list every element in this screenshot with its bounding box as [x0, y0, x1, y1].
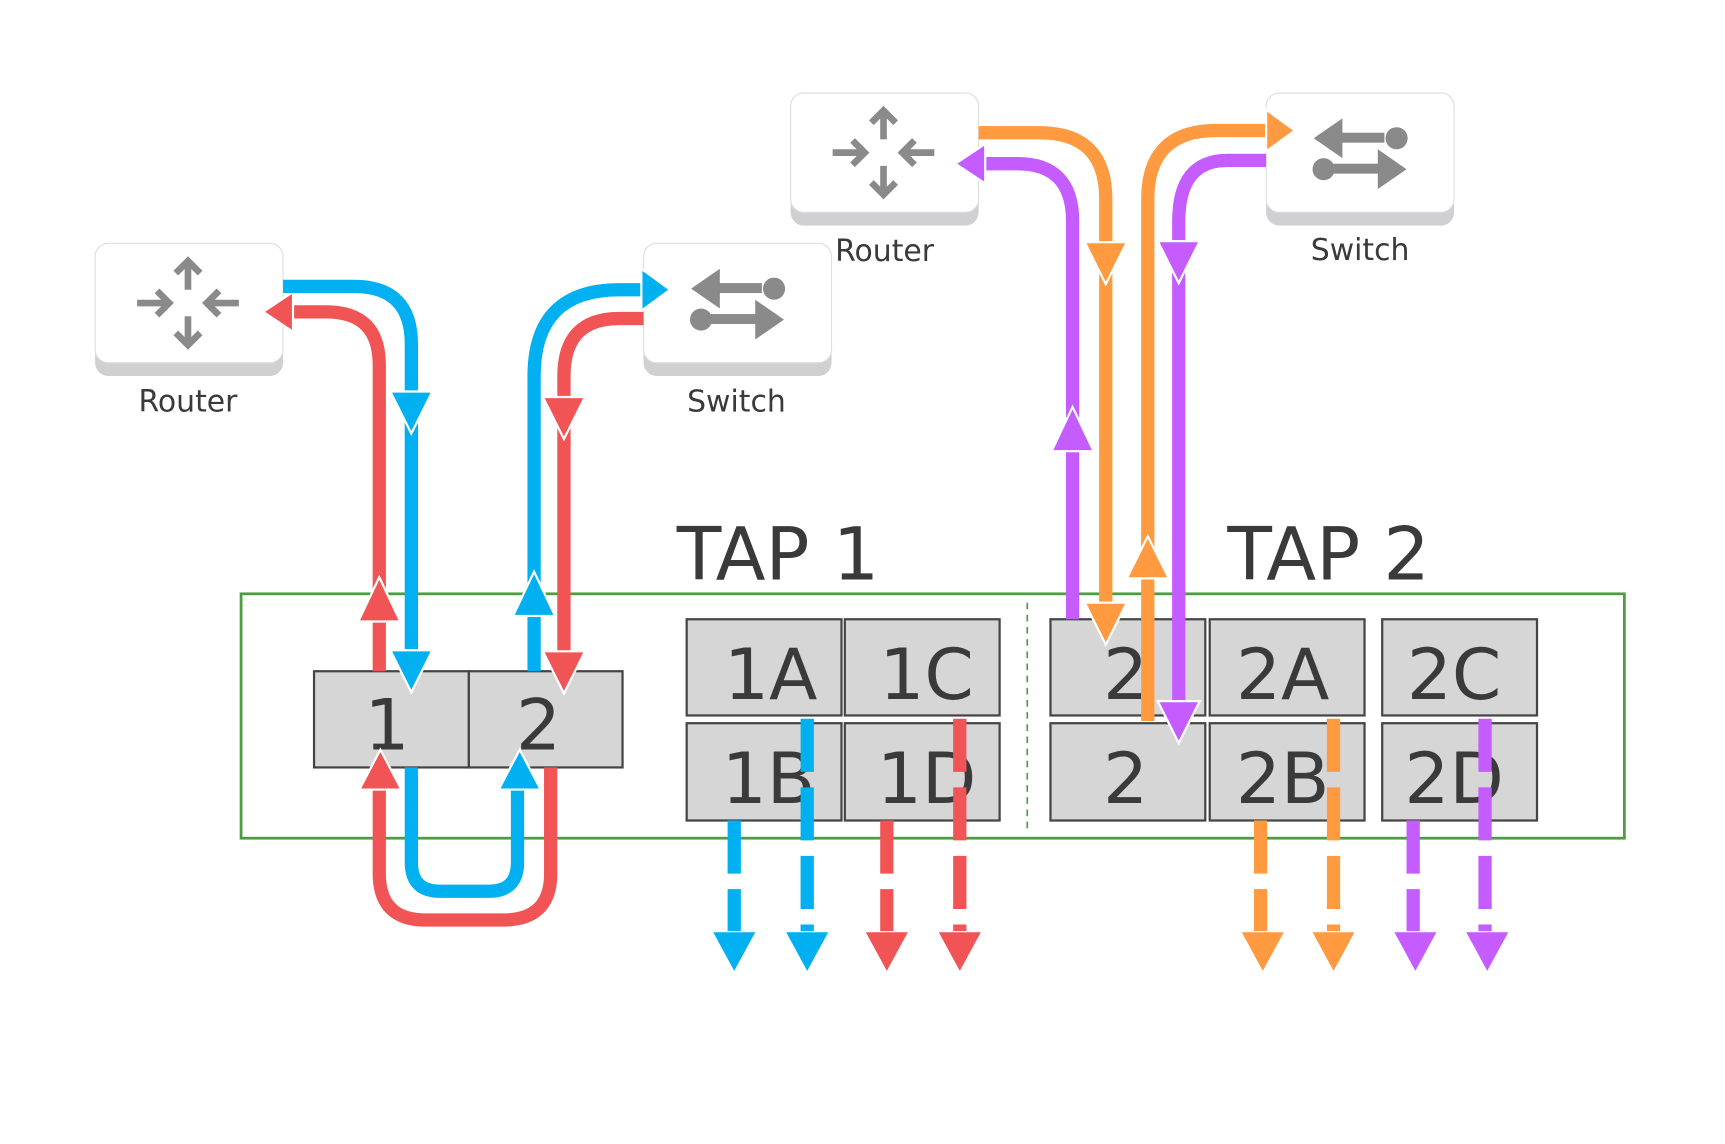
port-label: 2 — [1103, 633, 1148, 716]
blue-flow-switch — [527, 283, 644, 672]
arrow-down-icon — [1155, 699, 1202, 746]
tap1-monitor-ports: 1A 1C 1B 1D — [685, 618, 1001, 822]
arrow-up-icon — [357, 747, 404, 791]
tap2-ports: 2 2 2A 2C 2B 2D — [1049, 618, 1539, 822]
port-1d — [843, 722, 1001, 822]
red-flow-switch — [557, 311, 644, 658]
arrow-down-icon — [388, 390, 435, 436]
arrow-down-icon — [1082, 241, 1129, 287]
tap2-flows — [953, 107, 1297, 746]
tap1-network-ports: 1 2 — [312, 670, 624, 769]
port-1a — [685, 618, 843, 717]
port-1c — [843, 618, 1001, 717]
port-label: 2A — [1236, 633, 1329, 716]
port-2c — [1381, 618, 1539, 717]
port-label: 2 — [1103, 737, 1148, 820]
arrow-down-icon — [1155, 239, 1202, 286]
arrow-up-icon — [1049, 404, 1096, 453]
switch-1-label: Switch — [687, 384, 786, 419]
arrow-up-icon — [496, 747, 543, 791]
router-2-label: Router — [835, 234, 935, 269]
arrow-right-icon — [640, 266, 672, 313]
port-label: 2C — [1407, 633, 1501, 716]
port-label: 2B — [1236, 737, 1330, 820]
router-1-label: Router — [139, 384, 239, 419]
arrow-down-icon — [1241, 932, 1284, 971]
port-2a — [1208, 618, 1366, 717]
monitor-outputs — [713, 718, 1509, 971]
arrow-down-icon — [541, 650, 587, 696]
orange-flow-switch — [1141, 123, 1267, 721]
arrow-up-icon — [1124, 533, 1171, 580]
arrow-down-icon — [865, 932, 908, 971]
arrow-left-icon — [261, 289, 295, 334]
tap-enclosure — [239, 592, 1626, 840]
arrow-up-icon — [356, 574, 403, 623]
arrow-up-icon — [511, 569, 557, 618]
router-1: Router — [94, 242, 284, 419]
port-2d — [1381, 722, 1539, 822]
switch-1: Switch — [643, 242, 833, 419]
switch-2: Switch — [1265, 92, 1455, 268]
blue-loop — [404, 767, 525, 898]
arrow-down-icon — [1394, 932, 1437, 971]
arrow-down-icon — [713, 932, 756, 971]
switch-2-label: Switch — [1311, 233, 1410, 268]
arrow-down-icon — [1082, 601, 1129, 648]
arrow-left-icon — [953, 141, 987, 186]
arrow-down-icon — [1312, 932, 1355, 971]
red-loop — [372, 767, 558, 927]
tap2-title: TAP 2 — [1226, 512, 1429, 597]
arrow-down-icon — [786, 932, 829, 971]
tap1-title: TAP 1 — [676, 512, 879, 597]
port-label: 1 — [365, 684, 410, 767]
arrow-down-icon — [1466, 932, 1509, 971]
purple-flow-router — [981, 157, 1080, 620]
red-flow-router — [289, 305, 386, 672]
port-2 — [467, 670, 624, 769]
port-label: 1B — [722, 737, 816, 820]
port-label: 2 — [516, 684, 561, 767]
tap1-flows — [261, 266, 672, 927]
port-label: 1A — [724, 633, 817, 716]
arrow-right-icon — [1265, 107, 1297, 154]
purple-flow-switch — [1172, 153, 1267, 708]
arrow-down-icon — [388, 649, 435, 695]
arrow-down-icon — [938, 932, 981, 971]
port-label: 1C — [879, 633, 973, 716]
arrow-down-icon — [541, 395, 587, 442]
blue-flow-router — [283, 279, 418, 658]
orange-flow-router — [978, 126, 1113, 620]
port-1b — [685, 722, 843, 822]
router-2: Router — [790, 92, 980, 269]
